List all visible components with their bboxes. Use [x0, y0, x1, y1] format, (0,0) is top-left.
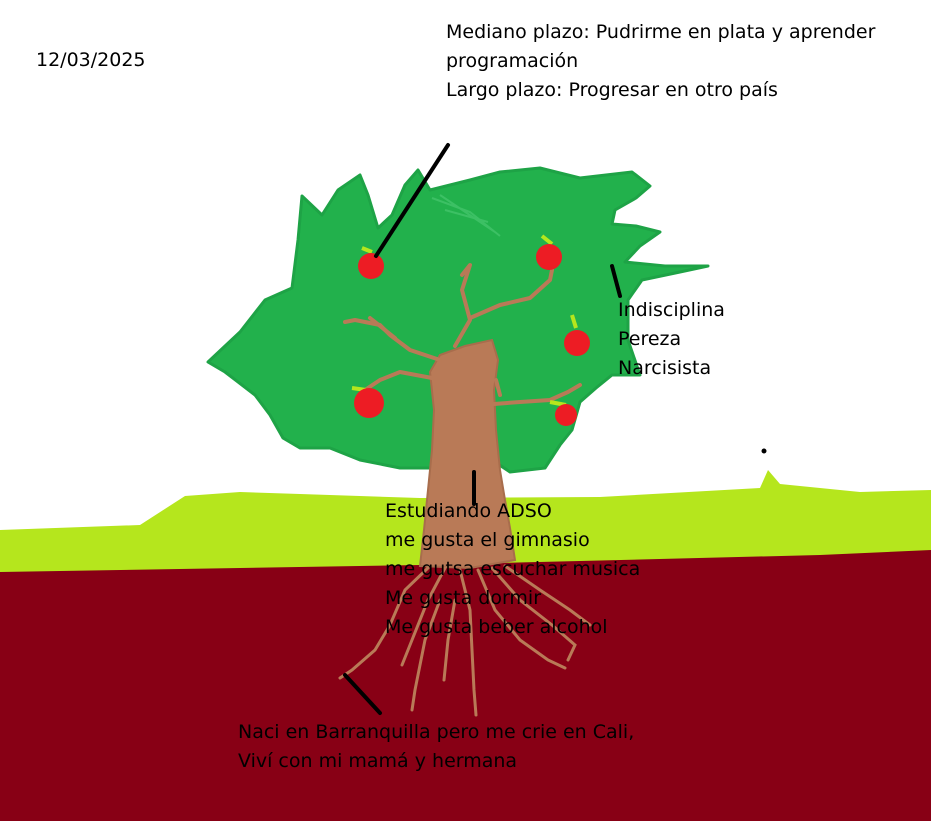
apple-2 — [536, 244, 562, 270]
pointer-weaknesses — [610, 264, 622, 298]
weaknesses-list: Indisciplina Pereza Narcisista — [618, 296, 725, 383]
goals-line-2: programación — [446, 50, 579, 72]
goals-line-3: Largo plazo: Progresar en otro país — [446, 79, 778, 101]
apple-3 — [564, 330, 590, 356]
present-list: Estudiando ADSO me gusta el gimnasio me … — [385, 497, 640, 642]
goals-line-1: Mediano plazo: Pudrirme en plata y apren… — [446, 21, 876, 43]
origin-text: Naci en Barranquilla pero me crie en Cal… — [238, 718, 634, 776]
weakness-item: Pereza — [618, 328, 682, 350]
pointer-goals — [374, 143, 450, 258]
apple-fruits — [351, 234, 590, 426]
apple-1 — [358, 253, 384, 279]
pointer-lines — [343, 143, 622, 715]
tree-trunk — [418, 338, 517, 570]
date-label: 12/03/2025 — [36, 49, 146, 71]
weakness-item: Indisciplina — [618, 299, 725, 321]
goals-text: Mediano plazo: Pudrirme en plata y apren… — [446, 18, 875, 105]
apple-4 — [354, 388, 384, 418]
origin-line-2: Viví con mi mamá y hermana — [238, 750, 518, 772]
present-item: Me gusta beber alcohol — [385, 616, 608, 638]
present-item: me gusta el gimnasio — [385, 529, 590, 551]
present-item: Me gusta dormir — [385, 587, 542, 609]
origin-line-1: Naci en Barranquilla pero me crie en Cal… — [238, 721, 635, 743]
present-item: me gutsa escuchar musica — [385, 558, 641, 580]
canopy-scribble — [431, 194, 501, 237]
apple-5 — [555, 404, 577, 426]
tree-branches — [343, 263, 582, 406]
tree-roots — [338, 564, 592, 717]
stray-dot — [761, 448, 767, 454]
present-item: Estudiando ADSO — [385, 500, 552, 522]
tree-canopy — [206, 166, 710, 474]
weakness-item: Narcisista — [618, 357, 712, 379]
pointer-origin — [343, 673, 382, 715]
soil-area — [0, 548, 931, 821]
